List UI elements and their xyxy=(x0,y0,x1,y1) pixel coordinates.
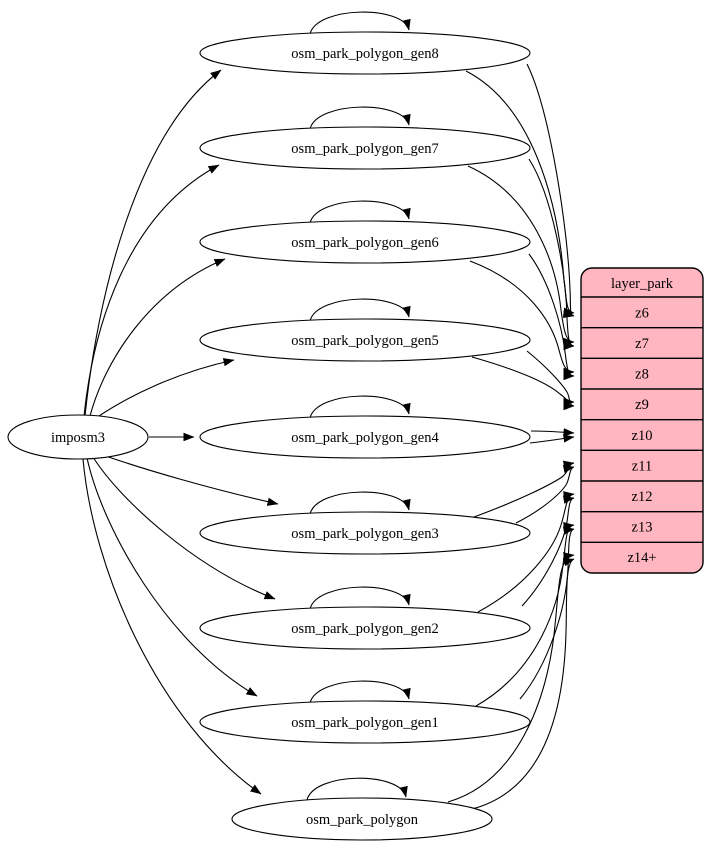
gen3-label: osm_park_polygon_gen3 xyxy=(291,526,438,542)
self-loop-polygon xyxy=(306,777,408,801)
polygon-label: osm_park_polygon xyxy=(306,812,419,828)
edges-from-source xyxy=(82,69,279,795)
edge-imposm3-gen7 xyxy=(83,164,220,417)
edge-polygon-z14-b xyxy=(471,558,575,810)
edge-gen6-z8-a xyxy=(469,260,575,377)
node-osm-park-polygon-gen5: osm_park_polygon_gen5 xyxy=(199,318,531,362)
layer-row-z12: z12 xyxy=(632,489,653,505)
layer-row-z13: z13 xyxy=(632,520,653,536)
edge-gen3-z11-a xyxy=(473,460,575,518)
edge-imposm3-polygon xyxy=(82,458,262,795)
imposm3-ellipse xyxy=(7,414,149,460)
edge-gen4-z10-a xyxy=(530,428,575,437)
gen5-ellipse xyxy=(199,318,531,362)
layer-row-z10: z10 xyxy=(632,428,653,444)
self-loop-gen3 xyxy=(309,491,411,515)
edges-to-layer xyxy=(447,63,575,810)
self-loop-gen1 xyxy=(309,680,411,704)
gen1-label: osm_park_polygon_gen1 xyxy=(291,715,438,731)
layer-park-table: layer_park z6 z7 z8 z9 z10 z11 z12 z13 z… xyxy=(580,267,704,574)
polygon-ellipse xyxy=(231,797,493,841)
edge-imposm3-gen5 xyxy=(95,358,235,419)
node-osm-park-polygon-gen7: osm_park_polygon_gen7 xyxy=(199,126,531,170)
edge-gen6-z8-b xyxy=(528,253,575,381)
edge-imposm3-gen3 xyxy=(99,453,279,506)
edge-gen8-z6-a xyxy=(465,70,575,316)
layer-row-z6: z6 xyxy=(635,306,649,322)
self-loop-gen5 xyxy=(309,298,411,322)
gen7-ellipse xyxy=(199,126,531,170)
edge-imposm3-gen2 xyxy=(92,456,276,600)
node-osm-park-polygon-gen2: osm_park_polygon_gen2 xyxy=(199,606,531,650)
gen2-label: osm_park_polygon_gen2 xyxy=(291,621,438,637)
node-osm-park-polygon-gen8: osm_park_polygon_gen8 xyxy=(199,31,531,75)
gen6-ellipse xyxy=(199,220,531,264)
self-loop-gen4 xyxy=(309,395,411,419)
edge-gen4-z10-b xyxy=(529,434,575,444)
layer-row-z11: z11 xyxy=(632,459,652,475)
edge-gen7-z7-b xyxy=(528,158,575,351)
self-loop-gen7 xyxy=(309,106,411,130)
self-loop-gen6 xyxy=(309,200,411,224)
layer-row-z7: z7 xyxy=(635,336,649,352)
layer-row-z8: z8 xyxy=(635,367,649,383)
edge-imposm3-gen6 xyxy=(89,258,226,417)
gen4-ellipse xyxy=(199,415,531,459)
edge-gen2-z12-a xyxy=(477,491,575,613)
node-osm-park-polygon-gen4: osm_park_polygon_gen4 xyxy=(199,415,531,459)
imposm3-label: imposm3 xyxy=(51,430,105,446)
gen5-label: osm_park_polygon_gen5 xyxy=(291,333,438,349)
self-loop-gen8 xyxy=(309,11,411,35)
edge-gen5-z9-a xyxy=(471,356,575,407)
layer-table-title: layer_park xyxy=(611,276,674,292)
node-osm-park-polygon-gen1: osm_park_polygon_gen1 xyxy=(199,700,531,744)
edge-gen5-z9-b xyxy=(526,350,575,411)
layer-table-outline xyxy=(580,267,704,574)
edge-gen3-z11-b xyxy=(515,464,575,524)
gen8-label: osm_park_polygon_gen8 xyxy=(291,46,438,62)
gen1-ellipse xyxy=(199,700,531,744)
gen7-label: osm_park_polygon_gen7 xyxy=(291,141,438,157)
gen2-ellipse xyxy=(199,606,531,650)
layer-row-z9: z9 xyxy=(635,397,649,413)
gen8-ellipse xyxy=(199,31,531,75)
gen6-label: osm_park_polygon_gen6 xyxy=(291,235,438,251)
edge-polygon-z14-a xyxy=(447,552,575,803)
gen4-label: osm_park_polygon_gen4 xyxy=(291,430,439,446)
self-loop-gen2 xyxy=(309,586,411,610)
self-loops xyxy=(306,11,411,801)
layer-row-z14: z14+ xyxy=(627,550,656,566)
node-osm-park-polygon-gen3: osm_park_polygon_gen3 xyxy=(199,511,531,555)
gen3-ellipse xyxy=(199,511,531,555)
node-osm-park-polygon-gen6: osm_park_polygon_gen6 xyxy=(199,220,531,264)
edge-gen7-z7-a xyxy=(467,165,575,347)
edge-imposm3-gen1 xyxy=(86,457,258,697)
node-imposm3: imposm3 xyxy=(7,414,149,460)
node-osm-park-polygon: osm_park_polygon xyxy=(231,797,493,841)
edge-gen8-z6-b xyxy=(526,63,575,319)
